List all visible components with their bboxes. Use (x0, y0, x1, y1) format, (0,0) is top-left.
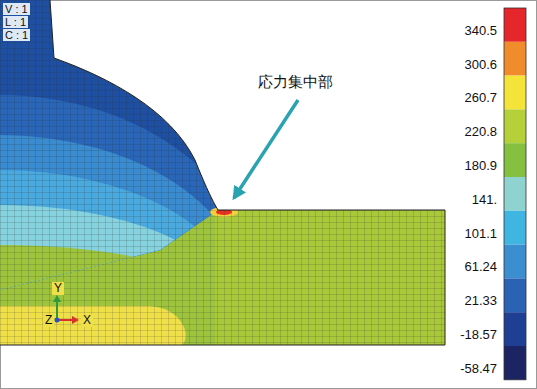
axis-label: X (81, 314, 93, 327)
scale-value: -58.47 (458, 362, 499, 376)
callout-arrow (234, 100, 298, 198)
callout-label: 応力集中部 (256, 74, 335, 91)
color-bar (504, 8, 526, 380)
view-info: V : 1 (3, 3, 30, 15)
view-info: L : 1 (3, 16, 28, 28)
axis-label: Y (52, 282, 64, 295)
scale-value: -18.57 (458, 328, 499, 342)
scale-value: 141. (470, 193, 499, 207)
scale-value: 220.8 (462, 125, 499, 139)
axis-label: Z (43, 314, 54, 327)
scale-value: 340.5 (462, 24, 499, 38)
scale-value: 300.6 (462, 58, 499, 72)
fem-body (0, 0, 445, 389)
scale-value: 61.24 (462, 260, 499, 274)
view-info: C : 1 (3, 29, 30, 41)
axis-triad (53, 295, 79, 324)
scale-value: 21.33 (462, 294, 499, 308)
scale-value: 260.7 (462, 91, 499, 105)
scale-value: 180.9 (462, 159, 499, 173)
scale-value: 101.1 (462, 227, 499, 241)
